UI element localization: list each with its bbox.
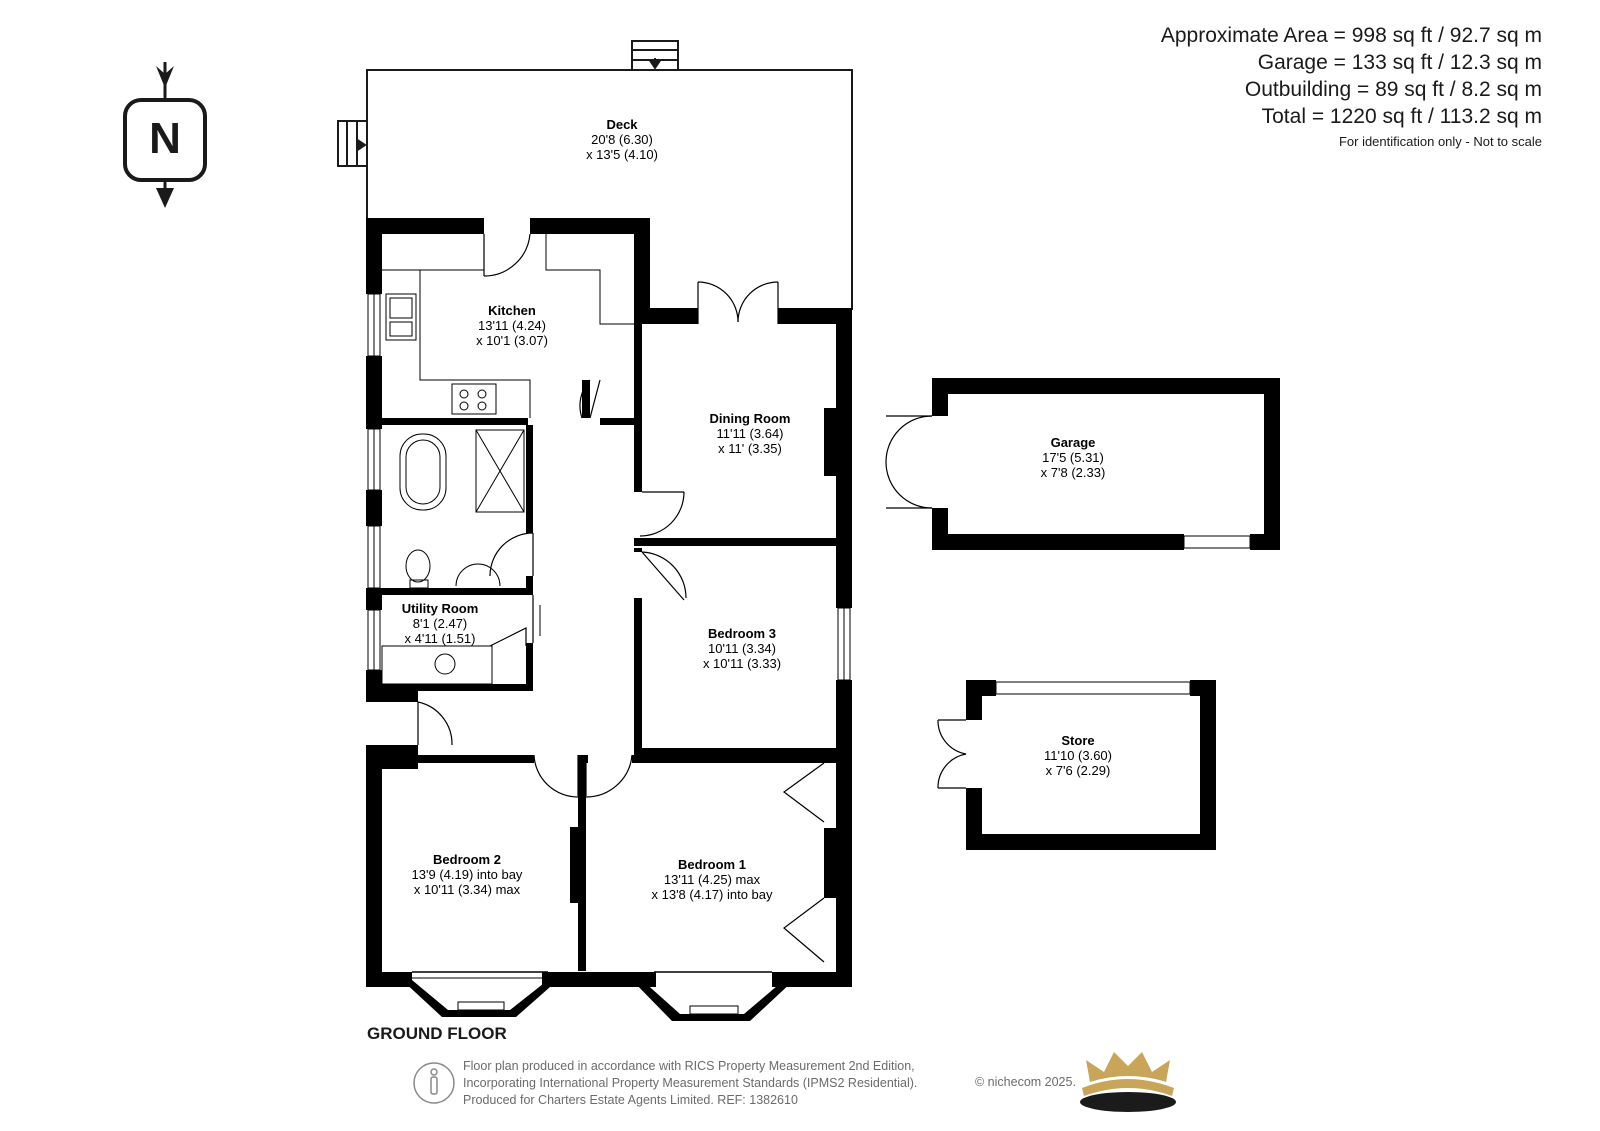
svg-text:Garage: Garage — [1051, 435, 1096, 450]
house-walls — [366, 218, 852, 987]
person-icon — [413, 1062, 455, 1104]
svg-text:Bedroom 1: Bedroom 1 — [678, 857, 746, 872]
svg-text:13'9 (4.19) into bay: 13'9 (4.19) into bay — [412, 867, 523, 882]
room-label-utility-room: Utility Room 8'1 (2.47) x 4'11 (1.51) — [402, 601, 479, 646]
svg-text:Kitchen: Kitchen — [488, 303, 536, 318]
bay-windows — [402, 971, 794, 1021]
svg-text:13'11 (4.24): 13'11 (4.24) — [478, 318, 546, 333]
svg-text:11'11 (3.64): 11'11 (3.64) — [716, 426, 783, 441]
area-summary: Approximate Area = 998 sq ft / 92.7 sq m… — [1161, 22, 1542, 149]
garage-area: Garage = 133 sq ft / 12.3 sq m — [1257, 51, 1542, 74]
room-label-bedroom-3: Bedroom 3 10'11 (3.34) x 10'11 (3.33) — [703, 626, 781, 671]
svg-text:x 7'6 (2.29): x 7'6 (2.29) — [1046, 763, 1111, 778]
store-walls — [966, 680, 1216, 850]
svg-text:Bedroom 2: Bedroom 2 — [433, 852, 501, 867]
total-area: Total = 1220 sq ft / 113.2 sq m — [1261, 105, 1542, 128]
svg-text:Utility Room: Utility Room — [402, 601, 479, 616]
svg-text:11'10 (3.60): 11'10 (3.60) — [1044, 748, 1112, 763]
svg-text:x 13'8 (4.17) into bay: x 13'8 (4.17) into bay — [652, 887, 773, 902]
bathroom-fixtures — [381, 429, 525, 685]
svg-text:Store: Store — [1061, 733, 1094, 748]
floor-title: GROUND FLOOR — [367, 1024, 507, 1043]
identification-note: For identification only - Not to scale — [1338, 134, 1542, 149]
compass-icon: N — [123, 62, 207, 208]
svg-text:x 10'11 (3.33): x 10'11 (3.33) — [703, 656, 781, 671]
footer-line-1: Floor plan produced in accordance with R… — [463, 1059, 915, 1073]
outbuilding-area: Outbuilding = 89 sq ft / 8.2 sq m — [1244, 78, 1542, 101]
room-label-store: Store 11'10 (3.60) x 7'6 (2.29) — [1044, 733, 1112, 778]
utility-sink-icon — [434, 653, 456, 675]
room-label-bedroom-1: Bedroom 1 13'11 (4.25) max x 13'8 (4.17)… — [652, 857, 773, 902]
shower-icon — [475, 429, 525, 513]
svg-text:x 7'8 (2.33): x 7'8 (2.33) — [1041, 465, 1106, 480]
footer-line-3: Produced for Charters Estate Agents Limi… — [463, 1093, 798, 1107]
svg-text:x 4'11 (1.51): x 4'11 (1.51) — [405, 631, 476, 646]
windows-left — [367, 293, 851, 681]
footer-line-2: Incorporating International Property Mea… — [463, 1076, 918, 1090]
svg-text:x 10'1 (3.07): x 10'1 (3.07) — [476, 333, 548, 348]
svg-text:8'1 (2.47): 8'1 (2.47) — [413, 616, 468, 631]
garage-walls — [932, 378, 1280, 550]
crown-logo-icon — [1080, 1052, 1176, 1112]
svg-text:Deck: Deck — [606, 117, 638, 132]
basin-icon — [455, 563, 501, 587]
svg-text:Dining Room: Dining Room — [710, 411, 791, 426]
garage-doors — [885, 415, 933, 509]
room-label-bedroom-2: Bedroom 2 13'9 (4.19) into bay x 10'11 (… — [412, 852, 523, 897]
svg-text:10'11 (3.34): 10'11 (3.34) — [708, 641, 776, 656]
deck-outline — [337, 40, 853, 310]
room-label-kitchen: Kitchen 13'11 (4.24) x 10'1 (3.07) — [476, 303, 548, 348]
svg-text:x 10'11 (3.34) max: x 10'11 (3.34) max — [414, 882, 521, 897]
footer-notes: Floor plan produced in accordance with R… — [463, 1058, 917, 1109]
room-label-deck: Deck 20'8 (6.30) x 13'5 (4.10) — [586, 117, 658, 162]
bath-icon — [399, 433, 447, 511]
room-label-garage: Garage 17'5 (5.31) x 7'8 (2.33) — [1041, 435, 1106, 480]
room-label-dining-room: Dining Room 11'11 (3.64) x 11' (3.35) — [710, 411, 791, 456]
svg-text:x 13'5 (4.10): x 13'5 (4.10) — [586, 147, 658, 162]
svg-text:Bedroom 3: Bedroom 3 — [708, 626, 776, 641]
svg-text:20'8 (6.30): 20'8 (6.30) — [591, 132, 653, 147]
approximate-area: Approximate Area = 998 sq ft / 92.7 sq m — [1160, 24, 1542, 47]
store-doors — [937, 719, 967, 789]
copyright: © nichecom 2025. — [975, 1075, 1076, 1089]
hob-icon — [451, 383, 497, 415]
svg-text:17'5 (5.31): 17'5 (5.31) — [1042, 450, 1104, 465]
kitchen-units — [382, 234, 634, 418]
toilet-icon — [405, 549, 431, 583]
svg-text:x 11' (3.35): x 11' (3.35) — [718, 441, 782, 456]
compass-letter: N — [149, 114, 181, 163]
svg-text:13'11 (4.25) max: 13'11 (4.25) max — [664, 872, 761, 887]
sink-icon — [385, 293, 417, 341]
